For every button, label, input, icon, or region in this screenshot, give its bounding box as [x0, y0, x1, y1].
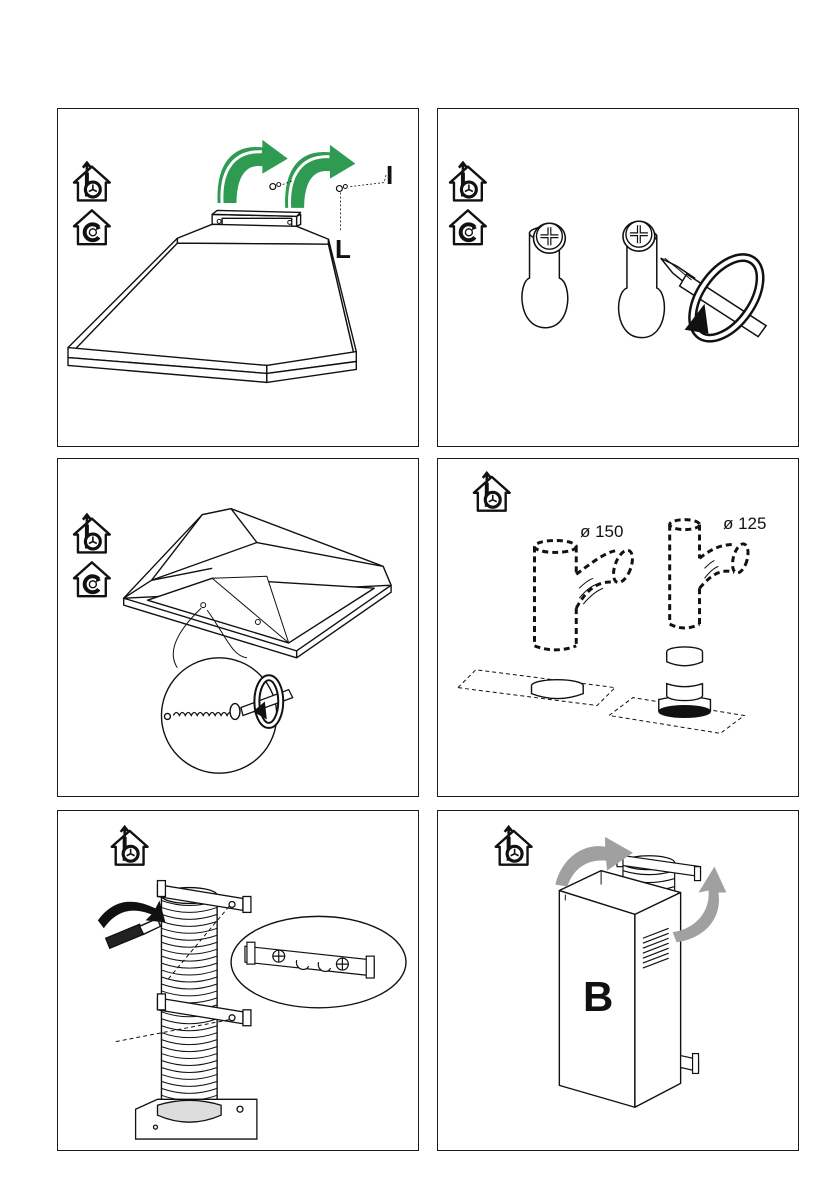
- step-panel-fix-duct-brackets: [57, 810, 419, 1151]
- recirculation-mode-icon: [450, 210, 486, 244]
- ceiling-plate-150-illustration: [458, 670, 615, 706]
- screw-icon: [623, 221, 655, 251]
- cooker-hood-illustration: [68, 210, 356, 382]
- recirculation-mode-icon: [74, 210, 110, 244]
- ducted-extraction-mode-icon: [496, 827, 532, 865]
- wall-bracket-illustration: [681, 1054, 699, 1074]
- diameter-label-150: ø 150: [580, 523, 623, 540]
- step-panel-hook-on-screws: I L: [57, 108, 419, 447]
- cooker-hood-underside-illustration: [124, 509, 391, 658]
- ducted-extraction-mode-icon: [112, 827, 148, 865]
- screwdriver-icon: [106, 918, 161, 948]
- ducted-extraction-mode-icon: [74, 515, 110, 553]
- diameter-label-125: ø 125: [723, 515, 766, 532]
- adapter-ring-illustration: [667, 647, 703, 666]
- hood-top-illustration: [136, 1099, 257, 1139]
- ducted-extraction-mode-icon: [74, 163, 110, 201]
- step-panel-fit-chimney: B: [437, 810, 799, 1151]
- ceiling-plate-125-illustration: [609, 684, 744, 734]
- step-panel-remove-filter-screws: [57, 458, 419, 797]
- duct-150-illustration: [534, 541, 636, 650]
- screw-label-l: L: [335, 236, 351, 262]
- duct-125-illustration: [670, 520, 751, 628]
- screw-label-i: I: [386, 162, 393, 188]
- chimney-cover-illustration: [559, 871, 680, 1108]
- ducted-extraction-mode-icon: [450, 163, 486, 201]
- screw-icon: [534, 223, 566, 253]
- step-panel-duct-diameters: ø 150 ø 125: [437, 458, 799, 797]
- recirculation-mode-icon: [74, 562, 110, 596]
- green-arrow-icon: [217, 139, 289, 204]
- green-arrow-icon: [285, 144, 357, 209]
- chimney-label-b: B: [583, 976, 613, 1018]
- ducted-extraction-mode-icon: [474, 473, 510, 511]
- step-panel-tighten-screws: [437, 108, 799, 447]
